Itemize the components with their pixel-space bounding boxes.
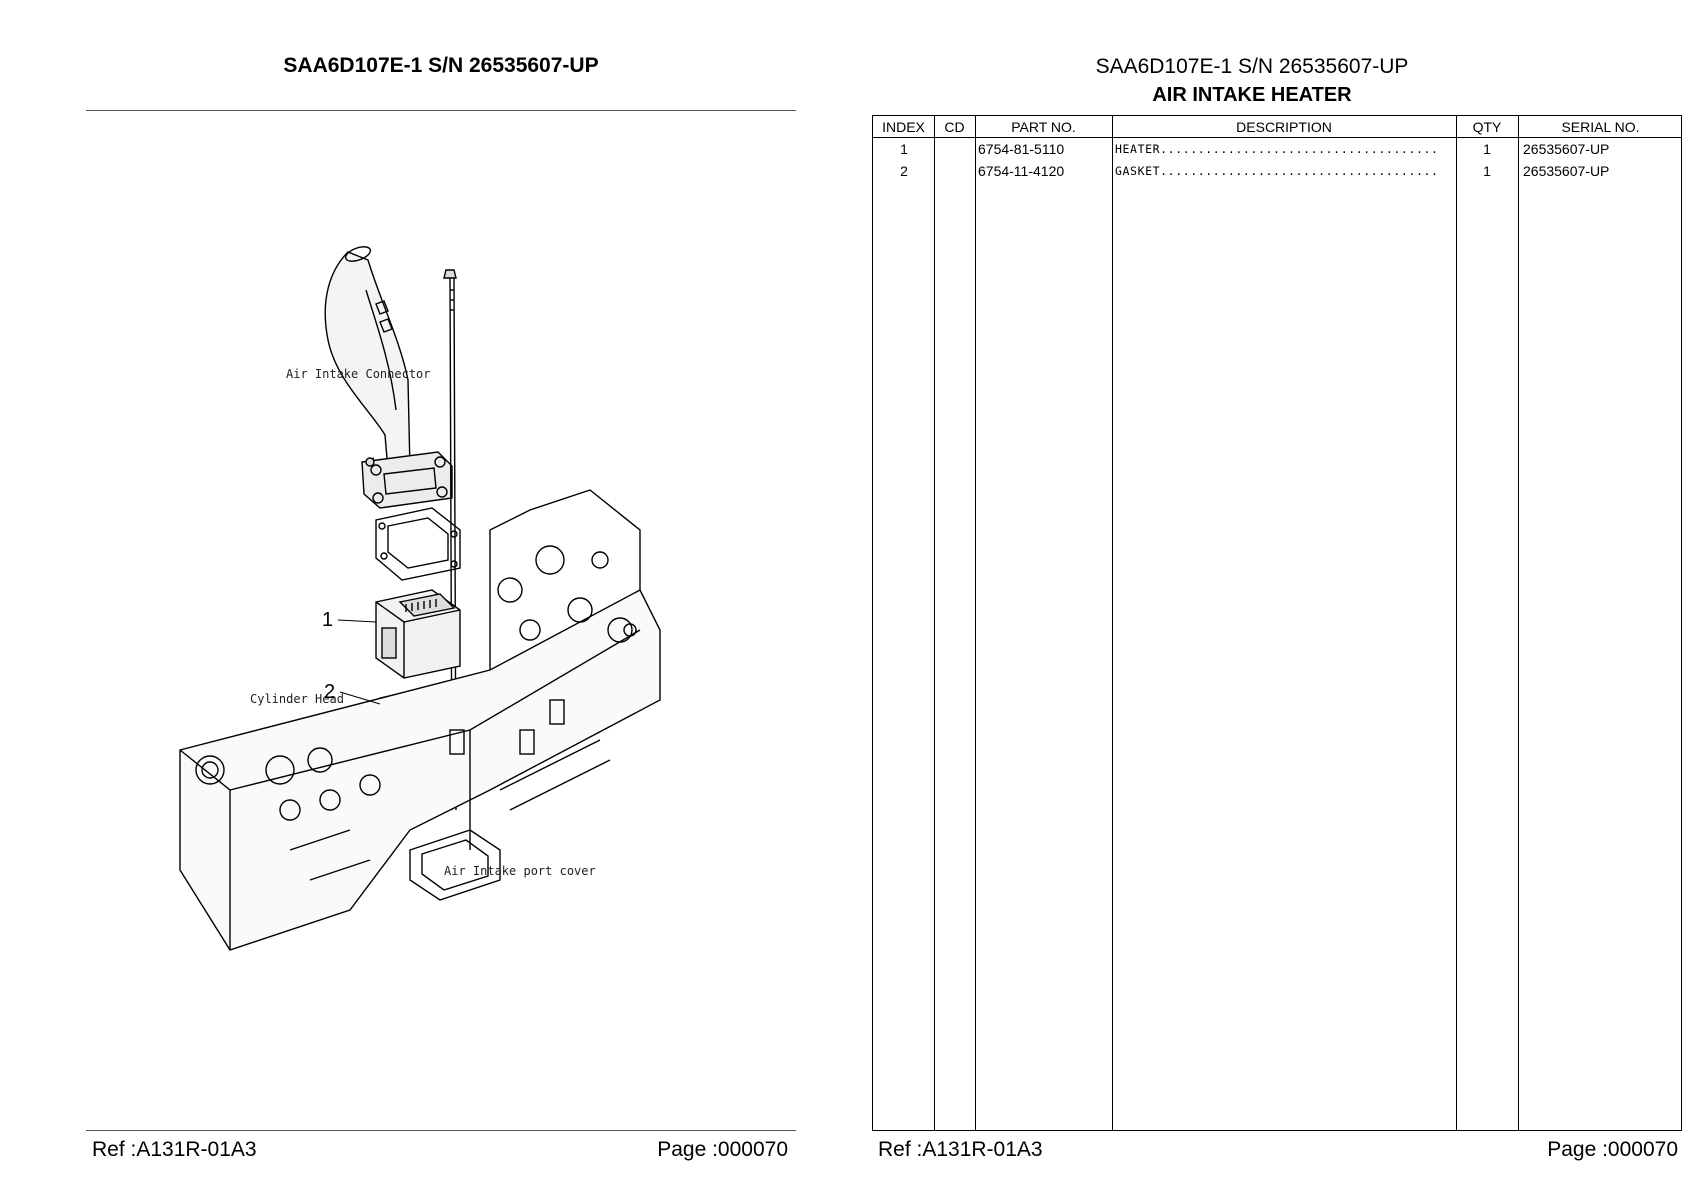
header-serial-no: SERIAL NO. — [1561, 119, 1640, 135]
row-index: 2 — [900, 163, 908, 179]
air-intake-port-cover-label: Air Intake port cover — [444, 864, 596, 878]
header-qty: QTY — [1472, 119, 1502, 135]
header-part-no: PART NO. — [1011, 119, 1076, 135]
drawing-svg: Air Intake Connector Cylinder Head Air I… — [179, 246, 661, 951]
header-description: DESCRIPTION — [1236, 119, 1332, 135]
column-divider — [975, 116, 976, 1130]
exploded-parts-drawing: Air Intake Connector Cylinder Head Air I… — [170, 230, 730, 990]
column-divider — [1518, 116, 1519, 1130]
header-divider — [873, 137, 1681, 138]
row-index: 1 — [900, 141, 908, 157]
row-description: HEATER..................................… — [1115, 142, 1439, 156]
callout-2[interactable]: 2 — [324, 681, 335, 703]
right-page: SAA6D107E-1 S/N 26535607-UP AIR INTAKE H… — [842, 0, 1684, 1190]
table-row[interactable]: 2 6754-11-4120 GASKET...................… — [873, 160, 1681, 182]
header-cd: CD — [944, 119, 965, 135]
air-intake-connector-part — [324, 246, 453, 509]
cylinder-head-label: Cylinder Head — [250, 692, 344, 706]
table-row[interactable]: 1 6754-81-5110 HEATER...................… — [873, 138, 1681, 160]
upper-gasket-part — [375, 507, 461, 581]
footer-ref: Ref :A131R-01A3 — [92, 1138, 257, 1161]
title-rule — [86, 110, 796, 111]
column-divider — [1456, 116, 1457, 1130]
heater-part — [375, 589, 461, 679]
column-divider — [1112, 116, 1113, 1130]
row-serial-no: 26535607-UP — [1523, 163, 1610, 179]
callout-1[interactable]: 1 — [322, 609, 333, 631]
parts-page-subtitle: AIR INTAKE HEATER — [1152, 84, 1352, 106]
footer-ref: Ref :A131R-01A3 — [878, 1138, 1043, 1161]
small-screw-part — [365, 457, 375, 467]
row-part-no: 6754-81-5110 — [978, 141, 1065, 157]
row-qty: 1 — [1483, 141, 1491, 157]
row-part-no: 6754-11-4120 — [978, 163, 1065, 179]
column-divider — [934, 116, 935, 1130]
row-serial-no: 26535607-UP — [1523, 141, 1610, 157]
leader-lines — [337, 619, 381, 705]
left-page: SAA6D107E-1 S/N 26535607-UP — [86, 54, 796, 1161]
row-qty: 1 — [1483, 163, 1491, 179]
footer-page-number: Page :000070 — [657, 1138, 788, 1161]
parts-table: INDEX CD PART NO. DESCRIPTION QTY SERIAL… — [872, 115, 1682, 1131]
header-index: INDEX — [882, 119, 925, 135]
footer-page-number: Page :000070 — [1547, 1138, 1678, 1161]
cylinder-head-part — [179, 489, 661, 951]
footer-rule — [86, 1130, 796, 1131]
parts-page-title: SAA6D107E-1 S/N 26535607-UP — [1095, 55, 1409, 78]
row-description: GASKET..................................… — [1115, 164, 1439, 178]
air-intake-connector-label: Air Intake Connector — [286, 367, 431, 381]
drawing-page-title: SAA6D107E-1 S/N 26535607-UP — [283, 54, 599, 77]
